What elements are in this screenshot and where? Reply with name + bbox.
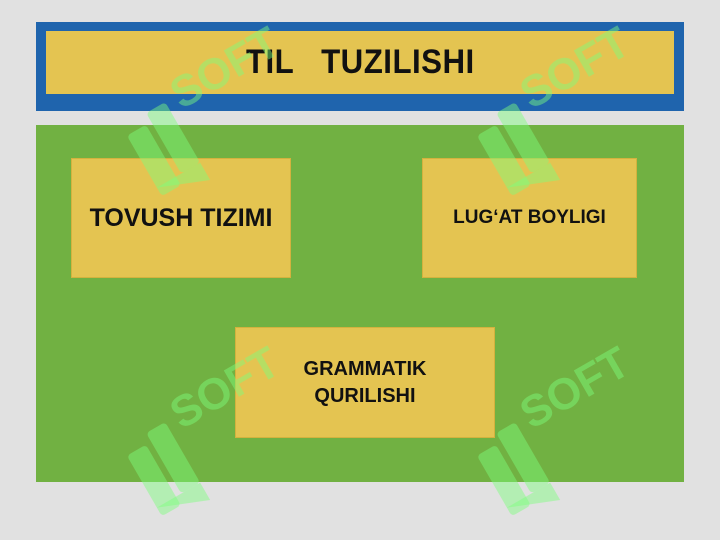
box-grammatik-qurilishi: GRAMMATIK QURILISHI xyxy=(235,327,495,438)
content-panel: TOVUSH TIZIMI LUG‘AT BOYLIGI GRAMMATIK Q… xyxy=(36,125,684,482)
box-tovush-tizimi: TOVUSH TIZIMI xyxy=(71,158,291,278)
title-frame: TIL TUZILISHI xyxy=(36,22,684,111)
box-lugat-boyligi: LUG‘AT BOYLIGI xyxy=(422,158,637,278)
title-bar: TIL TUZILISHI xyxy=(46,31,674,94)
diagram-title: TIL TUZILISHI xyxy=(245,43,475,81)
